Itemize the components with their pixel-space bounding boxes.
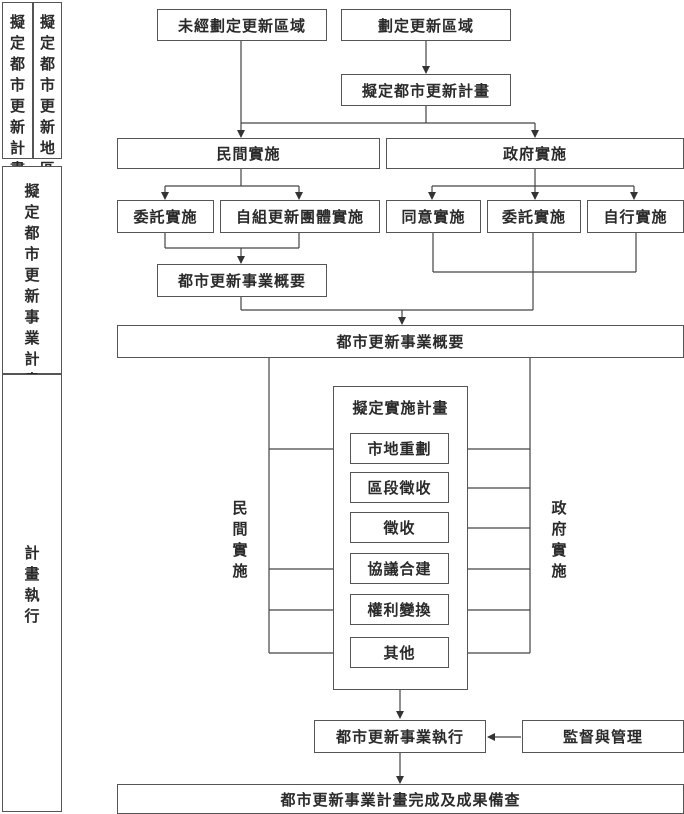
summary-small-box: 都市更新事業概要 <box>157 264 327 297</box>
readjustment-box: 市地重劃 <box>350 433 449 464</box>
expropriation-box: 徵收 <box>350 512 449 543</box>
phase-bar-plan: 擬定都市更新計畫 <box>2 2 33 178</box>
draft-plan-box: 擬定都市更新計畫 <box>341 74 511 106</box>
gov-impl-side-label: 政府實施 <box>551 499 567 580</box>
self-org-impl-box: 自組更新團體實施 <box>220 200 380 233</box>
gov-impl-box: 政府實施 <box>386 138 684 169</box>
negotiated-build-box: 協議合建 <box>350 553 449 584</box>
phase-bar-execution: 計畫執行 <box>2 374 62 812</box>
entrusted-impl-box: 委託實施 <box>117 200 214 233</box>
summary-wide-box: 都市更新事業概要 <box>117 325 684 358</box>
private-impl-box: 民間實施 <box>117 138 380 169</box>
zone-expropriation-box: 區段徵收 <box>350 472 449 503</box>
phase-bar-area: 擬定都市更新地區 <box>33 2 62 178</box>
phase-label-plan: 擬定都市更新計畫 <box>9 13 25 178</box>
phase-label-execution: 計畫執行 <box>24 544 40 625</box>
self-impl-box: 自行實施 <box>587 200 684 233</box>
phase-label-business-plan: 擬定都市更新事業計畫 <box>24 182 40 389</box>
unplanned-area-box: 未經劃定更新區域 <box>157 9 327 41</box>
consent-impl-box: 同意實施 <box>386 200 481 233</box>
impl-plan-title: 擬定實施計畫 <box>352 399 449 417</box>
execution-box: 都市更新事業執行 <box>314 720 486 753</box>
completion-box: 都市更新事業計畫完成及成果備查 <box>117 784 684 814</box>
private-impl-side-label: 民間實施 <box>232 499 248 580</box>
other-box: 其他 <box>350 637 449 668</box>
supervision-box: 監督與管理 <box>522 720 684 753</box>
phase-bar-business-plan: 擬定都市更新事業計畫 <box>2 166 62 389</box>
gov-entrusted-impl-box: 委託實施 <box>487 200 581 233</box>
rights-exchange-box: 權利變換 <box>350 594 449 625</box>
phase-label-area: 擬定都市更新地區 <box>39 13 55 178</box>
planned-area-box: 劃定更新區域 <box>341 9 511 41</box>
